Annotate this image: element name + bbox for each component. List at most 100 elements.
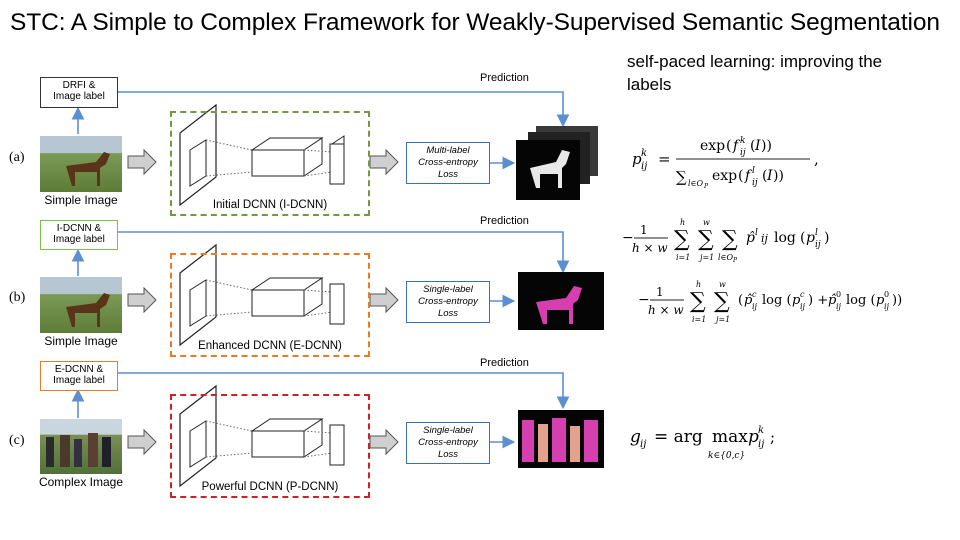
svg-text:∑: ∑ (674, 227, 690, 252)
svg-text:p: p (632, 150, 642, 168)
prediction-arrow-a (118, 91, 570, 128)
softmax-equation: p k ij = exp ( f k ij ( I )) ∑ l∈O P exp… (630, 128, 950, 190)
svg-text:p: p (876, 293, 885, 308)
svg-text:ij: ij (752, 302, 758, 311)
svg-text:1: 1 (640, 223, 648, 237)
svg-text:(: ( (738, 168, 743, 184)
svg-text:I: I (766, 168, 773, 184)
svg-text:h: h (696, 280, 701, 289)
svg-text:) +: ) + (808, 293, 828, 308)
svg-text:h × w: h × w (648, 303, 684, 317)
image-caption-c: Complex Image (38, 475, 124, 489)
svg-text:f: f (732, 138, 741, 154)
svg-text:): ) (824, 230, 829, 246)
svg-text:ij: ij (641, 161, 647, 172)
svg-text:w: w (703, 218, 710, 227)
network-name-a: Initial DCNN (I-DCNN) (212, 199, 328, 211)
svg-text:∑: ∑ (698, 227, 714, 252)
svg-text:=: = (658, 150, 671, 168)
network-drawing-a (127, 103, 399, 207)
loss-line: Loss (437, 308, 459, 319)
loss-line: Cross-entropy (418, 437, 478, 448)
svg-text:(: ( (726, 138, 731, 154)
svg-text:log: log (774, 230, 796, 246)
single-label-loss-equation: − 1 h × w ∑ h i=1 ∑ w j=1 ( p̂ c ij log … (636, 274, 956, 332)
segmentation-mask-b (518, 272, 604, 330)
svg-text:0: 0 (884, 290, 889, 299)
label-line: E-DCNN & (54, 364, 104, 375)
svg-text:)): )) (773, 168, 784, 184)
svg-text:∑: ∑ (690, 289, 706, 314)
prediction-label-b: Prediction (480, 215, 529, 227)
svg-text:h × w: h × w (632, 241, 668, 255)
loss-line: Cross-entropy (418, 296, 478, 307)
loss-line: Loss (437, 169, 459, 180)
svg-text:ij: ij (758, 439, 764, 450)
network-box-b (170, 253, 370, 357)
label-line: I-DCNN & (56, 223, 102, 234)
loss-line: Single-label (423, 284, 473, 295)
svg-text:log (: log ( (762, 293, 792, 308)
svg-text:−: − (638, 292, 650, 308)
svg-text:w: w (719, 280, 726, 289)
svg-text:k: k (740, 136, 745, 146)
loss-line: Single-label (423, 425, 473, 436)
loss-line: Multi-label (426, 145, 470, 156)
label-line: DRFI & (62, 80, 96, 91)
loss-box-b: Single-label Cross-entropy Loss (406, 281, 490, 323)
row-tag-a: (a) (9, 150, 25, 165)
label-box-c: E-DCNN & Image label (40, 361, 118, 391)
horses-people-image-c (40, 419, 122, 474)
svg-text:= arg: = arg (654, 427, 703, 447)
loss-line: Loss (437, 449, 459, 460)
row-tag-b: (b) (9, 290, 26, 305)
label-line: Image label (53, 234, 105, 245)
svg-text:;: ; (770, 428, 775, 446)
svg-text:∑: ∑ (714, 289, 730, 314)
svg-text:(: ( (762, 168, 767, 184)
svg-text:c: c (800, 290, 805, 299)
svg-text:p̂: p̂ (828, 293, 837, 308)
prediction-label-a: Prediction (480, 72, 529, 84)
svg-text:max: max (712, 427, 748, 447)
svg-text:)): )) (761, 138, 772, 154)
svg-text:1: 1 (656, 285, 664, 299)
self-paced-note: self-paced learning: improving the label… (627, 52, 883, 94)
network-box-a (170, 111, 370, 216)
label-box-a: DRFI & Image label (40, 77, 118, 108)
prediction-arrow-c (118, 372, 570, 410)
svg-text:c: c (752, 290, 757, 299)
svg-text:0: 0 (836, 290, 841, 299)
svg-text:ij: ij (640, 439, 646, 450)
svg-text:h: h (680, 218, 685, 227)
slide-title: STC: A Simple to Complex Framework for W… (10, 9, 940, 36)
svg-text:I: I (754, 138, 761, 154)
network-name-b: Enhanced DCNN (E-DCNN) (198, 340, 342, 352)
svg-text:l∈O: l∈O (718, 253, 733, 262)
row-tag-c: (c) (9, 433, 25, 448)
svg-text:i=1: i=1 (692, 315, 706, 324)
svg-text:f: f (744, 168, 753, 184)
segmentation-mask-c (518, 410, 604, 468)
svg-text:l: l (752, 166, 755, 176)
prediction-label-c: Prediction (480, 357, 529, 369)
svg-text:(: ( (800, 230, 805, 246)
svg-text:)): )) (892, 293, 902, 308)
svg-text:p̂: p̂ (744, 293, 753, 308)
svg-text:j=1: j=1 (698, 253, 714, 262)
svg-text:k: k (641, 148, 647, 159)
svg-text:p: p (806, 230, 815, 246)
label-line: Image label (53, 91, 105, 102)
svg-text:P: P (732, 257, 738, 264)
svg-text:k∈{0,c}: k∈{0,c} (708, 451, 745, 461)
svg-text:ij: ij (740, 148, 746, 158)
svg-text:log (: log ( (846, 293, 876, 308)
svg-text:exp: exp (712, 168, 737, 184)
loss-box-a: Multi-label Cross-entropy Loss (406, 142, 490, 184)
label-box-b: I-DCNN & Image label (40, 220, 118, 250)
argmax-equation: g ij = arg max k∈{0,c} p k ij ; (628, 414, 828, 464)
svg-text:(: ( (750, 138, 755, 154)
svg-text:(: ( (738, 293, 743, 308)
loss-line: Cross-entropy (418, 157, 478, 168)
